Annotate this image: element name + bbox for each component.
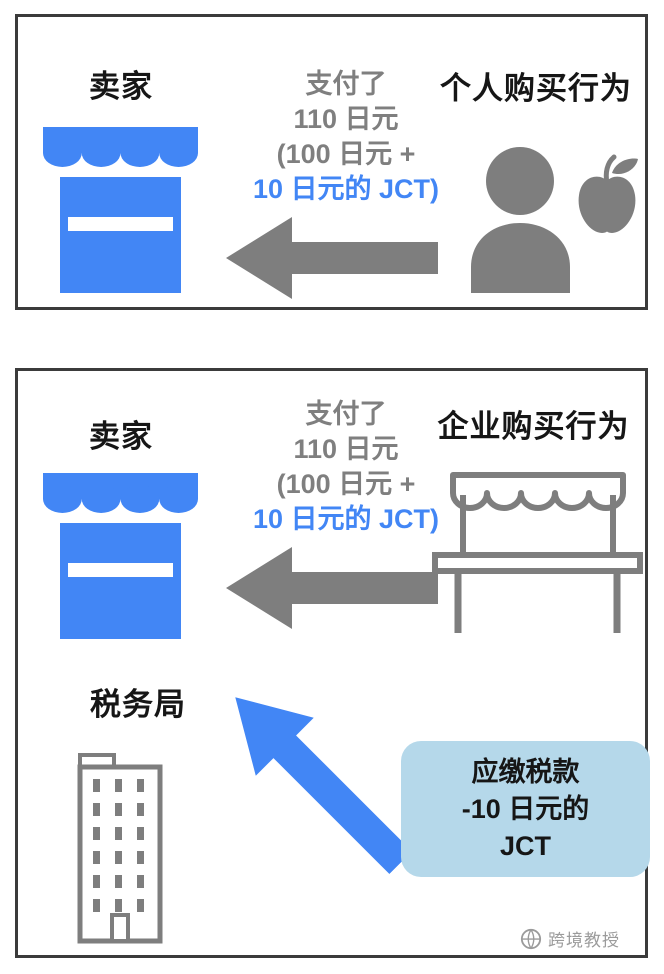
seller-label: 卖家 [89, 419, 153, 454]
arrow-left-icon [226, 547, 438, 629]
seller-label: 卖家 [89, 69, 153, 104]
payment-line-4: 10 日元的 JCT) [252, 174, 440, 204]
market-stall-icon [432, 472, 643, 633]
payment-line-3: (100 日元 + [276, 469, 416, 499]
payment-line-2: 110 日元 [293, 434, 399, 464]
buyer-label: 个人购买行为 [440, 71, 632, 106]
arrow-left-icon [226, 217, 438, 299]
watermark-label: 跨境教授 [548, 931, 620, 950]
payment-line-2: 110 日元 [293, 104, 399, 134]
panel-business-purchase: 卖家 支付了 110 日元 (100 日元 + 10 日元的 JCT) 企业购买… [15, 368, 650, 958]
payment-line-3: (100 日元 + [276, 139, 416, 169]
building-icon [77, 753, 163, 944]
tax-line-2: -10 日元的 [461, 794, 590, 824]
payment-line-1: 支付了 [305, 399, 387, 429]
watermark: 跨境教授 [520, 926, 620, 951]
tax-arrow [206, 668, 429, 891]
tax-due-box: 应缴税款 -10 日元的 JCT [401, 741, 650, 877]
tax-line-1: 应缴税款 [471, 757, 580, 787]
payment-line-4: 10 日元的 JCT) [252, 504, 440, 534]
store-icon [43, 473, 198, 639]
tax-office-label: 税务局 [90, 687, 186, 722]
payment-text: 支付了 110 日元 (100 日元 + 10 日元的 JCT) [211, 397, 481, 537]
buyer-label: 企业购买行为 [437, 409, 630, 444]
tax-line-3: JCT [499, 831, 551, 861]
payment-line-1: 支付了 [305, 69, 387, 99]
panel-individual-purchase: 卖家 支付了 110 日元 (100 日元 + 10 日元的 JCT) 个人购买… [15, 14, 648, 310]
person-icon [471, 147, 570, 293]
apple-icon [578, 154, 638, 233]
globe-icon [520, 928, 542, 949]
store-icon [43, 127, 198, 293]
payment-text: 支付了 110 日元 (100 日元 + 10 日元的 JCT) [211, 67, 481, 207]
arrow-down-left-icon [235, 697, 413, 875]
